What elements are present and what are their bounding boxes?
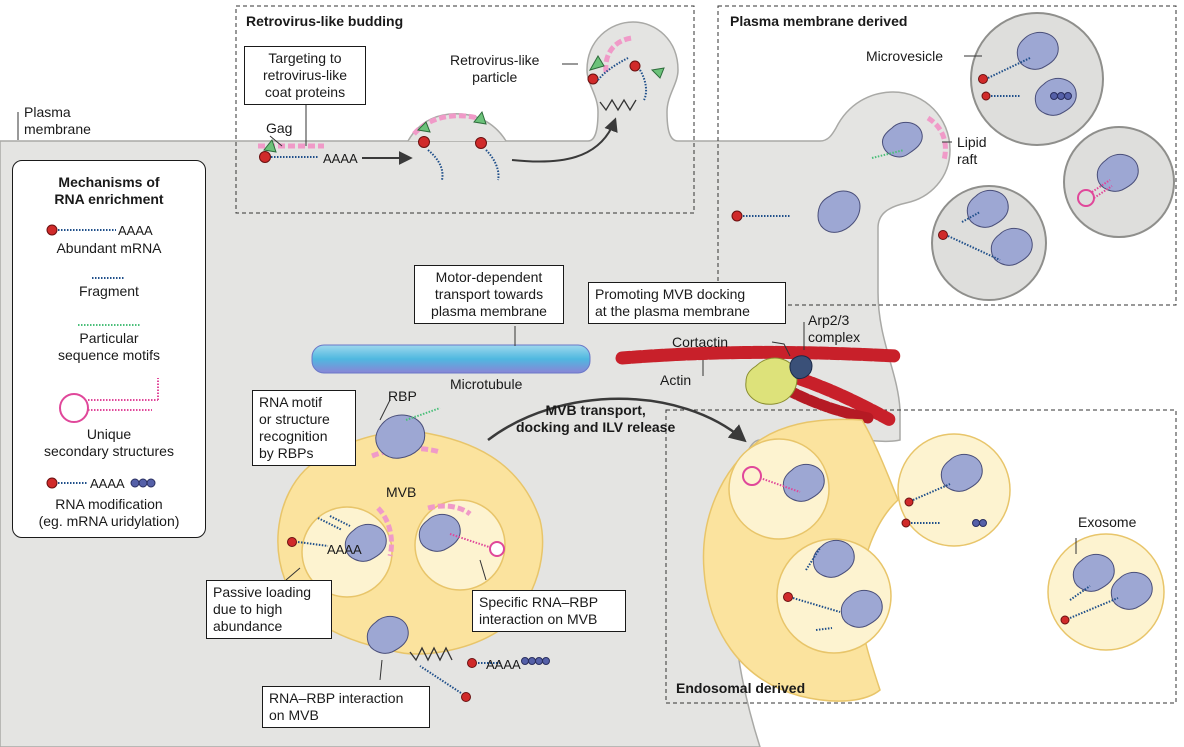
gag-label: Gag (266, 120, 293, 136)
legend-modification-cap-icon (46, 477, 58, 489)
lipid-raft-vesicle (871, 115, 948, 161)
legend-modification-label: RNA modification(eg. mRNA uridylation) (38, 496, 180, 529)
endosomal-region (665, 409, 1177, 704)
arrow-to-particle (511, 117, 618, 163)
legend-hairpin-icon (59, 393, 89, 423)
ilv-right-contents (418, 503, 505, 557)
section-plasma: Plasma membrane derived (730, 13, 908, 29)
rbp-recognition (375, 407, 441, 459)
retrovirus-particle (587, 35, 665, 112)
legend-abundant-tail: AAAA (118, 223, 153, 238)
membrane-bud (407, 110, 507, 181)
endosomal-contents (742, 453, 1153, 631)
gag-mrna (258, 138, 324, 163)
legend-abundant-cap-icon (46, 224, 58, 236)
polyA-gag: AAAA (323, 151, 358, 166)
mvb-transport-arrow (487, 397, 747, 443)
mvb-label: MVB (386, 484, 417, 500)
microvesicle-bottom (931, 185, 1047, 301)
retrovirus-region (235, 5, 695, 214)
cortactin (745, 357, 798, 405)
cortactin-label: Cortactin (672, 334, 729, 350)
exosome-label: Exosome (1078, 514, 1137, 530)
microvesicle-label: Microvesicle (866, 48, 944, 64)
cortactin-pointer (771, 341, 791, 357)
ilv-left-contents (287, 506, 394, 562)
section-retrovirus: Retrovirus-like budding (246, 13, 404, 29)
microvesicle-top (970, 12, 1104, 146)
legend-abundant-label: Abundant mRNA (56, 240, 162, 256)
legend-panel (12, 160, 206, 538)
section-endosomal: Endosomal derived (676, 680, 806, 696)
mvb-bottom-rbp (366, 615, 550, 702)
microtubule (311, 344, 591, 374)
polyA-mvb: AAAA (327, 542, 362, 557)
exosome-right (1047, 533, 1165, 651)
mvb-transport-label: MVB transport,docking and ILV release (516, 402, 676, 435)
legend-icons (46, 224, 159, 489)
membrane-mrna (731, 190, 861, 233)
rbp-label: RBP (388, 388, 417, 404)
arp23-complex (789, 355, 813, 379)
actin-label: Actin (660, 372, 692, 388)
microtubule-label: Microtubule (450, 376, 523, 392)
microvesicle-right (1063, 126, 1175, 238)
pointer-lines (17, 55, 1077, 681)
legend-modification-tail: AAAA (90, 476, 125, 491)
legend-fragment-label: Fragment (79, 283, 139, 299)
polyA-bottom: AAAA (486, 657, 521, 672)
